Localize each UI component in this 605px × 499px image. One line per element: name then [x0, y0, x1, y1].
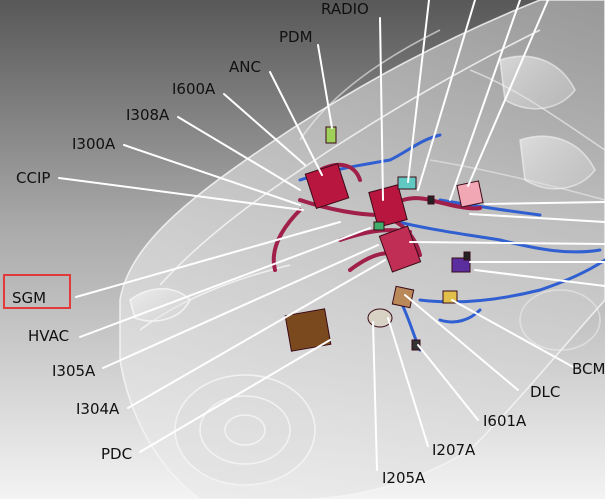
modules [284, 126, 484, 352]
label-i305a[interactable]: I305A [52, 362, 96, 380]
label-hvac[interactable]: HVAC [28, 327, 70, 345]
label-i300a[interactable]: I300A [72, 135, 116, 153]
green-connector [325, 126, 337, 144]
label-i601a[interactable]: I601A [483, 412, 527, 430]
label-i308a[interactable]: I308A [126, 106, 170, 124]
dark-connector-3 [463, 251, 471, 261]
label-pdc[interactable]: PDC [101, 445, 133, 463]
anc-module [304, 162, 350, 210]
dlc-module [391, 285, 415, 309]
label-sgm[interactable]: SGM [12, 289, 47, 307]
hvac-module [378, 225, 422, 273]
car-body [119, 0, 605, 499]
label-anc[interactable]: ANC [229, 58, 261, 76]
label-pdm[interactable]: PDM [279, 28, 313, 46]
pink-module [456, 180, 484, 208]
label-i205a[interactable]: I205A [382, 469, 426, 487]
dark-connector-2 [427, 195, 435, 205]
teal-module [397, 176, 417, 190]
label-i600a[interactable]: I600A [172, 80, 216, 98]
label-i207a[interactable]: I207A [432, 441, 476, 459]
label-dlc[interactable]: DLC [530, 383, 561, 401]
pdc-module [284, 308, 332, 352]
sgm-highlight-box [3, 274, 71, 309]
label-ccip[interactable]: CCIP [16, 169, 51, 187]
purple-module [451, 257, 471, 273]
label-bcm[interactable]: BCM [572, 360, 605, 378]
green-connector-2 [373, 221, 385, 231]
label-i304a[interactable]: I304A [76, 400, 120, 418]
dark-connector [411, 339, 421, 351]
label-radio[interactable]: RADIO [321, 0, 369, 18]
leader-lines [58, 0, 605, 471]
